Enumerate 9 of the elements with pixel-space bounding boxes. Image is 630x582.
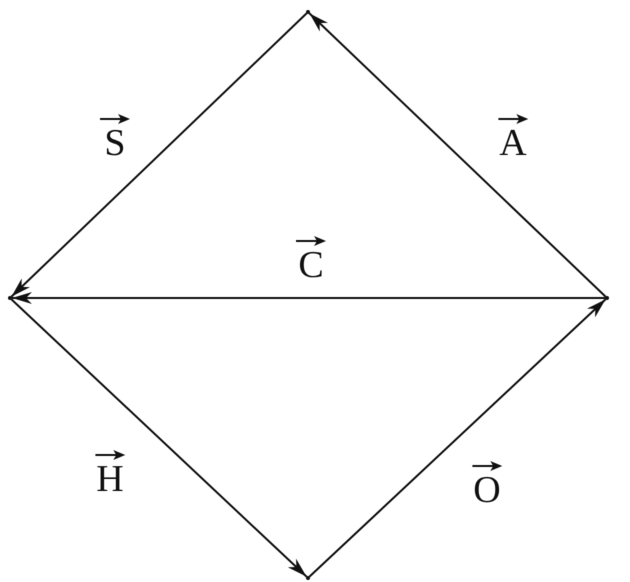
vector-arrow	[10, 298, 308, 578]
vertex-point	[8, 296, 12, 300]
vertex-point	[306, 576, 310, 580]
vertex-point	[605, 296, 609, 300]
vertex-point	[306, 10, 310, 14]
vector-arrow	[10, 12, 308, 298]
vector-arrow	[308, 12, 606, 298]
vector-arrow	[12, 292, 605, 304]
vector-arrow	[308, 298, 606, 578]
